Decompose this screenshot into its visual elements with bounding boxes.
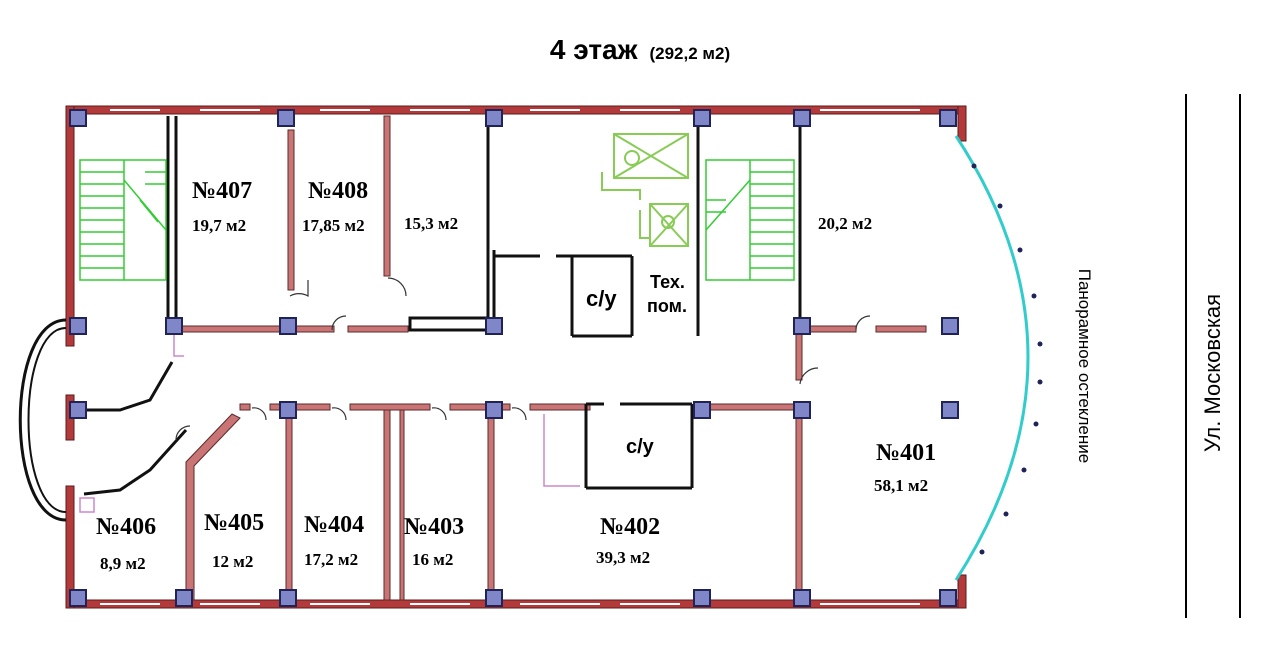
inner-walls: [173, 115, 927, 601]
floor-label: 4 этаж: [549, 34, 638, 65]
floor-total-area: (292,2 м2): [649, 44, 731, 63]
room-407-area: 19,7 м2: [192, 216, 247, 235]
room-404-number: №404: [304, 512, 365, 538]
diagonal-wall: [185, 413, 241, 601]
room-404-area: 17,2 м2: [304, 550, 359, 569]
partitions: [166, 116, 802, 490]
elevator-shafts: [601, 133, 689, 247]
room-408-area: 17,85 м2: [302, 216, 365, 235]
service-lines: [79, 334, 580, 513]
wc-lower-label: с/у: [626, 436, 654, 458]
sill-block: [408, 316, 490, 332]
stairs-left: [79, 159, 167, 281]
glazing-arc: [954, 135, 1030, 581]
columns: [69, 109, 959, 607]
stair-exit-loop: [18, 318, 67, 522]
window-marks: [100, 109, 920, 605]
room-401-number: №401: [876, 440, 937, 466]
glazing-label: Панорамное остекление: [1075, 268, 1094, 464]
wc-upper-label: с/у: [586, 286, 617, 311]
room-401-area: 58,1 м2: [874, 476, 929, 495]
stairs-right: [705, 159, 795, 281]
floor-title: 4 этаж (292,2 м2): [0, 34, 1280, 66]
corridor-diagonals: [83, 361, 188, 496]
stair-exit-loop-inner: [27, 327, 67, 513]
room-406-area: 8,9 м2: [100, 554, 146, 573]
room-408-number: №408: [308, 178, 369, 204]
glazing-mullions: [971, 163, 1043, 555]
room-402-area: 39,3 м2: [596, 548, 651, 567]
room-402-number: №402: [600, 514, 661, 540]
door-swings: [175, 277, 871, 441]
tech-room-label-line1: Тех.: [650, 272, 685, 292]
room-400-area: 20,2 м2: [818, 214, 873, 233]
room-405-number: №405: [204, 510, 265, 536]
street-label: Ул. Московская: [1200, 293, 1225, 453]
room-403-area: 16 м2: [412, 550, 454, 569]
room-403-number: №403: [404, 514, 465, 540]
room-409-area: 15,3 м2: [404, 214, 459, 233]
tech-room-label-line2: пом.: [647, 296, 687, 316]
room-407-number: №407: [192, 178, 253, 204]
room-406-number: №406: [96, 514, 157, 540]
room-405-area: 12 м2: [212, 552, 254, 571]
